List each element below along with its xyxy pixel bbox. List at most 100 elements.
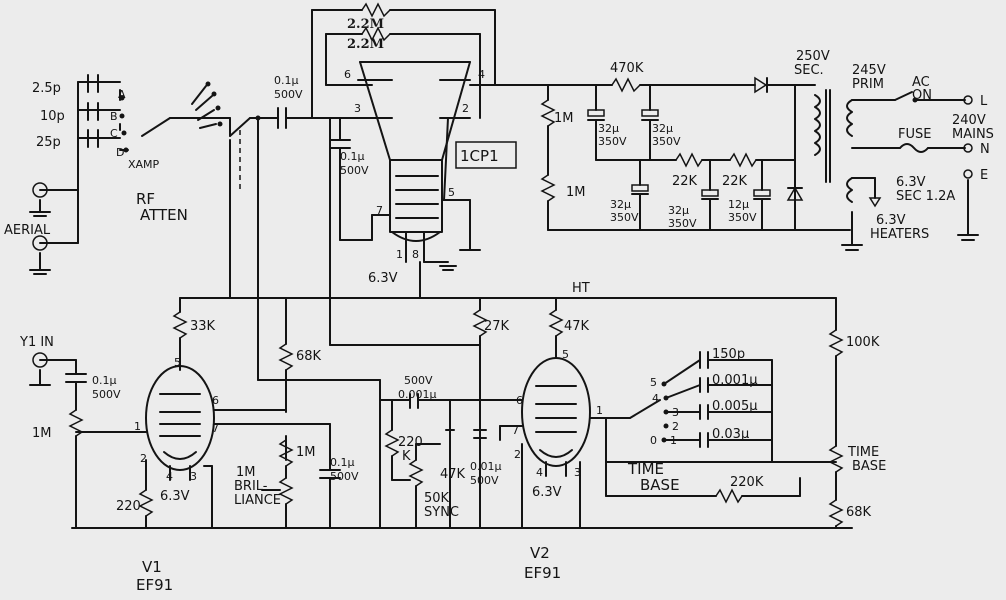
v1-pin-1: 1 <box>134 420 141 433</box>
cap-b-voltage: 350V <box>652 135 681 148</box>
v2-r-27k-label: 27K <box>484 319 510 334</box>
crt-pin-7: 7 <box>376 204 383 217</box>
crt-pin-5: 5 <box>448 186 455 199</box>
cap-d-voltage: 350V <box>668 217 697 230</box>
r-2m2-b-label: 2.2M <box>347 37 384 52</box>
sync-50k-label: 50K <box>424 491 450 506</box>
rf-label: RF <box>136 190 155 208</box>
prim-label: PRIM <box>852 77 884 92</box>
r-1m-top-label: 1M <box>554 111 574 126</box>
crt-pin-3: 3 <box>354 102 361 115</box>
crt-pin-8: 8 <box>412 248 419 261</box>
v1-section: 33K 68K 1M 1M BRIL- LIANCE 0.1μ 500V Y1 … <box>19 297 853 594</box>
cap-mid-value: 0.1μ <box>340 150 365 163</box>
xamp-label: XAMP <box>128 158 160 171</box>
timebase-section: 150p 0.001μ 0.005μ 0.03μ 5 4 3 2 0 1 TIM… <box>605 297 886 529</box>
v2-r-220-label: 220 <box>398 435 423 450</box>
psu-section: 250V SEC. 470K 1M 1M 32μ 350V 32μ 350V 3… <box>494 49 994 251</box>
v1-pin-5: 5 <box>174 356 181 369</box>
v1-cap-voltage: 500V <box>92 388 121 401</box>
crt-pin-1: 1 <box>396 248 403 261</box>
v2-r-47k-label: 47K <box>564 319 590 334</box>
on-label: ON <box>912 88 932 103</box>
v2-cap-sync-voltage: 500V <box>404 374 433 387</box>
v2-heater-label: 6.3V <box>532 485 562 500</box>
v2-type: EF91 <box>524 564 561 582</box>
cap-c-value: 32μ <box>610 198 631 211</box>
tb-r-68k-label: 68K <box>846 505 872 520</box>
mains-label: MAINS <box>952 127 994 142</box>
mains-pin-e: E <box>980 168 988 183</box>
sec-label: SEC. <box>794 63 824 78</box>
cap-e-value: 12μ <box>728 198 749 211</box>
v2-pin-5: 5 <box>562 348 569 361</box>
brilliance-label-a: BRIL- <box>234 479 268 494</box>
attenuator-section: 2.5p 10p 25p A B C D XAMP RF ATTEN AERIA… <box>4 74 279 275</box>
v1-r-68k-label: 68K <box>296 349 322 364</box>
crt-pin-6: 6 <box>344 68 351 81</box>
cap-10p-label: 10p <box>40 109 65 124</box>
v2-r-k-label: K <box>402 449 411 464</box>
sync-label: SYNC <box>424 505 459 520</box>
tb-pos-4: 4 <box>652 392 659 405</box>
crt-pin-4: 4 <box>478 68 485 81</box>
r-2m2-a-label: 2.2M <box>347 17 384 32</box>
tb-cap-0p03-label: 0.03μ <box>712 427 749 442</box>
v2-pin-2: 2 <box>514 448 521 461</box>
cap-mid-voltage: 500V <box>340 164 369 177</box>
timebase-label-b: BASE <box>640 476 680 494</box>
cap-2p5-label: 2.5p <box>32 81 61 96</box>
mains-pin-l: L <box>980 94 988 109</box>
cap-25p-label: 25p <box>36 135 61 150</box>
brilliance-label-b: LIANCE <box>234 493 281 508</box>
ht-label: HT <box>572 281 590 296</box>
cap-e-voltage: 350V <box>728 211 757 224</box>
pos-c-label: C <box>110 127 118 140</box>
v2-section: 27K 47K 500V 0.001μ 220 K 47K 0.01μ 500V… <box>379 297 631 582</box>
cap-b-value: 32μ <box>652 122 673 135</box>
cap-top-voltage: 500V <box>274 88 303 101</box>
sec-250v-label: 250V <box>796 49 830 64</box>
v2-cap-b-value: 0.01μ <box>470 460 502 473</box>
crt-section: 2.2M 2.2M 0.1μ 500V 0.1μ 500V 6 4 3 2 5 … <box>274 2 517 286</box>
cap-top-value: 0.1μ <box>274 74 299 87</box>
r-470k-label: 470K <box>610 61 644 76</box>
v1-pin-2: 2 <box>140 452 147 465</box>
atten-label: ATTEN <box>140 206 188 224</box>
v2-pin-4: 4 <box>536 466 543 479</box>
v1-pin-6: 6 <box>212 394 219 407</box>
v1-type: EF91 <box>136 576 173 594</box>
mains-pin-n: N <box>980 142 990 157</box>
v1-cap-value: 0.1μ <box>92 374 117 387</box>
v1-pin-7: 7 <box>212 422 219 435</box>
cap-a-voltage: 350V <box>598 135 627 148</box>
v1-cap-b-voltage: 500V <box>330 470 359 483</box>
v2-pin-3: 3 <box>574 466 581 479</box>
aerial-label: AERIAL <box>4 223 51 238</box>
tb-cap-150p-label: 150p <box>712 347 745 362</box>
r-22k-b-label: 22K <box>722 174 748 189</box>
v1-heater-label: 6.3V <box>160 489 190 504</box>
cap-c-voltage: 350V <box>610 211 639 224</box>
sec-12a-label: SEC 1.2A <box>896 189 955 204</box>
v2-cap-b-voltage: 500V <box>470 474 499 487</box>
tb-pot-label-a: TIME <box>847 445 879 460</box>
tb-pos-2: 2 <box>672 420 679 433</box>
crt-heater-label: 6.3V <box>368 271 398 286</box>
heaters-label: HEATERS <box>870 227 929 242</box>
v2-cap-sync-value: 0.001μ <box>398 388 437 401</box>
ht-rail: HT <box>179 117 837 381</box>
v1-r-33k-label: 33K <box>190 319 216 334</box>
tb-pos-1: 1 <box>670 434 677 447</box>
tb-cap-0p001-label: 0.001μ <box>712 373 758 388</box>
v1-pin-3: 3 <box>190 470 197 483</box>
crt-pin-2: 2 <box>462 102 469 115</box>
tb-pos-5: 5 <box>650 376 657 389</box>
r-22k-a-label: 22K <box>672 174 698 189</box>
brilliance-1m-label: 1M <box>236 465 256 480</box>
v1-pin-4: 4 <box>166 470 173 483</box>
v2-r-47k-b-label: 47K <box>440 467 466 482</box>
tb-pot-label-b: BASE <box>852 459 886 474</box>
sec-63v-label: 6.3V <box>896 175 926 190</box>
